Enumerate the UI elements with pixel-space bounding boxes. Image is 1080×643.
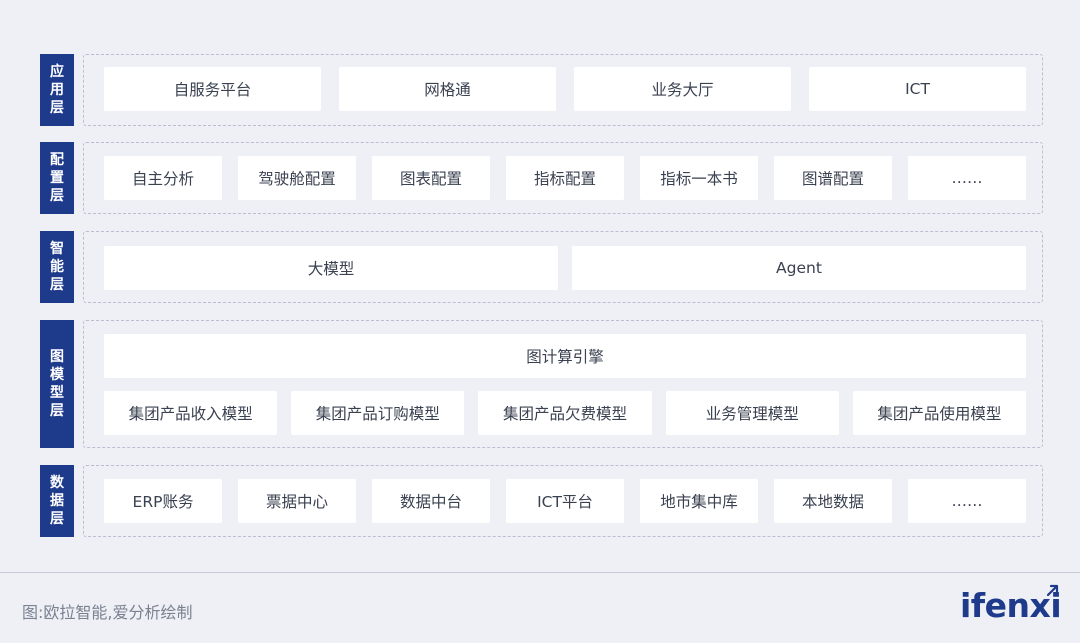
row-config: 自主分析 驾驶舱配置 图表配置 指标配置 指标一本书 图谱配置 …… xyxy=(104,156,1026,200)
node-graph-business-model: 业务管理模型 xyxy=(665,391,839,435)
node-config-cockpit: 驾驶舱配置 xyxy=(238,156,356,200)
row-data: ERP账务 票据中心 数据中台 ICT平台 地市集中库 本地数据 …… xyxy=(104,479,1026,523)
node-data-city-repo: 地市集中库 xyxy=(640,479,758,523)
label-char: 层 xyxy=(50,277,64,293)
label-char: 层 xyxy=(50,188,64,204)
label-char: 层 xyxy=(50,100,64,116)
source-caption: 图:欧拉智能,爱分析绘制 xyxy=(22,603,193,622)
label-char: 模 xyxy=(50,367,64,383)
label-char: 据 xyxy=(50,493,64,509)
node-data-middle-platform: 数据中台 xyxy=(372,479,490,523)
layer-label-config: 配 置 层 xyxy=(40,142,74,214)
node-data-local: 本地数据 xyxy=(774,479,892,523)
node-config-self-analysis: 自主分析 xyxy=(104,156,222,200)
layer-label-graph: 图 模 型 层 xyxy=(40,320,74,448)
node-app-self-service: 自服务平台 xyxy=(104,67,321,111)
label-char: 层 xyxy=(50,403,64,419)
layer-box-config xyxy=(83,142,1043,214)
label-char: 配 xyxy=(50,152,64,168)
label-char: 能 xyxy=(50,259,64,275)
footer-divider xyxy=(0,572,1080,573)
node-config-more: …… xyxy=(908,156,1026,200)
logo-accent-icon xyxy=(1047,584,1059,596)
node-data-erp: ERP账务 xyxy=(104,479,222,523)
node-app-grid: 网格通 xyxy=(339,67,556,111)
row-graph-engine: 图计算引擎 xyxy=(104,334,1026,378)
label-char: 智 xyxy=(50,241,64,257)
node-graph-order-model: 集团产品订购模型 xyxy=(291,391,465,435)
node-data-invoice: 票据中心 xyxy=(238,479,356,523)
layer-label-data: 数 据 层 xyxy=(40,465,74,537)
node-data-more: …… xyxy=(908,479,1026,523)
label-char: 数 xyxy=(50,475,64,491)
node-config-chart: 图表配置 xyxy=(372,156,490,200)
node-app-ict: ICT xyxy=(809,67,1026,111)
layer-label-intel: 智 能 层 xyxy=(40,231,74,303)
label-char: 用 xyxy=(50,82,64,98)
layer-box-intel xyxy=(83,231,1043,303)
node-graph-usage-model: 集团产品使用模型 xyxy=(852,391,1027,435)
row-intel: 大模型 Agent xyxy=(104,246,1026,290)
node-intel-agent: Agent xyxy=(572,246,1026,290)
node-data-ict-platform: ICT平台 xyxy=(506,479,624,523)
label-char: 型 xyxy=(50,385,64,401)
node-graph-engine: 图计算引擎 xyxy=(104,334,1026,378)
node-intel-llm: 大模型 xyxy=(104,246,558,290)
label-char: 置 xyxy=(50,170,64,186)
layer-box-app xyxy=(83,54,1043,126)
node-app-hall: 业务大厅 xyxy=(574,67,791,111)
label-char: 图 xyxy=(50,349,64,365)
row-graph-models: 集团产品收入模型 集团产品订购模型 集团产品欠费模型 业务管理模型 集团产品使用… xyxy=(104,391,1027,435)
layer-label-app: 应 用 层 xyxy=(40,54,74,126)
node-graph-arrears-model: 集团产品欠费模型 xyxy=(478,391,652,435)
label-char: 应 xyxy=(50,64,64,80)
node-config-metric: 指标配置 xyxy=(506,156,624,200)
layer-box-data xyxy=(83,465,1043,537)
node-config-metric-book: 指标一本书 xyxy=(640,156,758,200)
node-graph-revenue-model: 集团产品收入模型 xyxy=(104,391,278,435)
node-config-graph: 图谱配置 xyxy=(774,156,892,200)
row-app: 自服务平台 网格通 业务大厅 ICT xyxy=(104,67,1026,111)
ifenxi-logo: ifenxi xyxy=(960,586,1062,625)
label-char: 层 xyxy=(50,511,64,527)
layer-box-graph xyxy=(83,320,1043,448)
